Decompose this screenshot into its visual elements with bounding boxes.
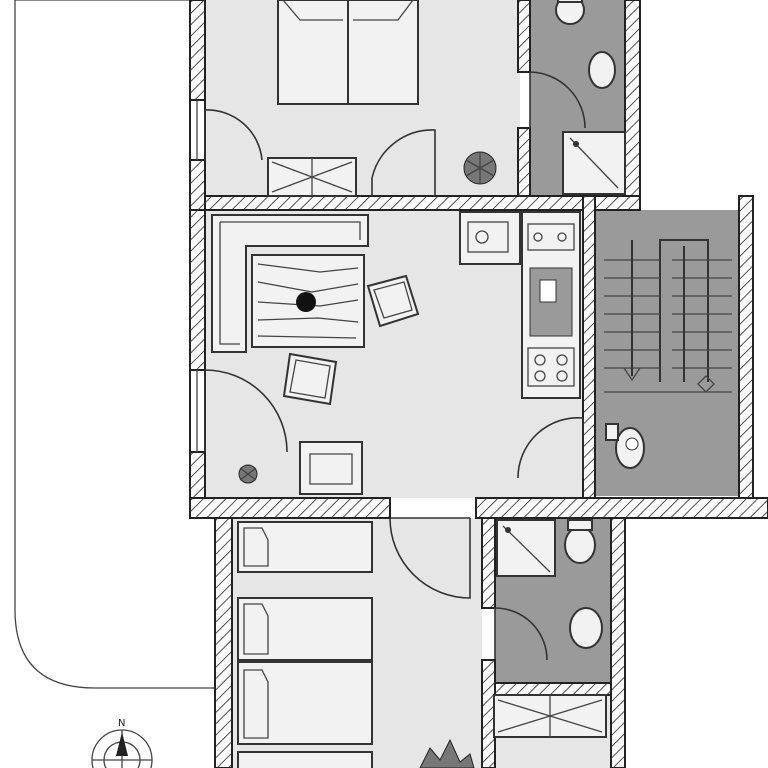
wall-stair-left [582, 195, 596, 501]
double-bed-top [277, 0, 419, 105]
toilet-bottom [564, 519, 596, 564]
bed-bottom-1 [237, 521, 373, 573]
door-living-left [204, 369, 288, 453]
sink-bottom [569, 607, 603, 649]
bed-bottom-4 [237, 751, 373, 768]
stair-toilet-icon [605, 423, 645, 469]
compass-north-label: N [118, 718, 125, 729]
wall-bath-bottom [494, 682, 612, 696]
wall-bottom-mid [481, 517, 496, 609]
door-bathroom-bottom [494, 607, 548, 661]
wall-between-top [517, 0, 531, 73]
wall-left-upper [189, 159, 206, 211]
wall-left-top [189, 0, 206, 101]
wall-right-top [624, 0, 641, 197]
kitchen-counter [521, 211, 581, 399]
wall-stair-right [738, 195, 754, 501]
wall-bottom-horizontal2 [475, 497, 768, 519]
wall-mid-horizontal [204, 195, 641, 211]
door-kitchen-stairs [517, 417, 584, 479]
kitchen-sink [459, 211, 521, 265]
bed-bottom-2 [237, 597, 373, 661]
wall-between-top2 [517, 127, 531, 197]
door-top-living [371, 129, 436, 196]
sink-top [588, 51, 616, 89]
bed-bottom-3 [237, 661, 373, 745]
wall-bottom-right [610, 517, 626, 768]
shower-bottom [496, 519, 556, 577]
wardrobe-bottom [493, 694, 607, 738]
wall-bottom-left [214, 517, 233, 768]
side-cabinet [299, 441, 363, 495]
toilet-top [555, 0, 585, 25]
corner-sofa [211, 214, 369, 353]
door-top-left [204, 109, 263, 161]
terrace-outline [14, 0, 215, 689]
plant-icon [463, 151, 497, 185]
wall-bottom-horizontal [189, 497, 391, 519]
door-bathroom-top [529, 71, 586, 129]
small-plant-icon [238, 464, 258, 484]
wall-left-mid [189, 209, 206, 371]
compass-icon: N [91, 718, 153, 768]
armchair-right [366, 274, 420, 328]
door-bottom-bedroom [389, 517, 471, 599]
staircase [604, 239, 732, 393]
coffee-table [251, 254, 365, 348]
plant-bottom-icon [419, 738, 475, 768]
wardrobe-top [267, 157, 357, 197]
shower-top [562, 131, 626, 195]
armchair-lower [282, 352, 338, 406]
